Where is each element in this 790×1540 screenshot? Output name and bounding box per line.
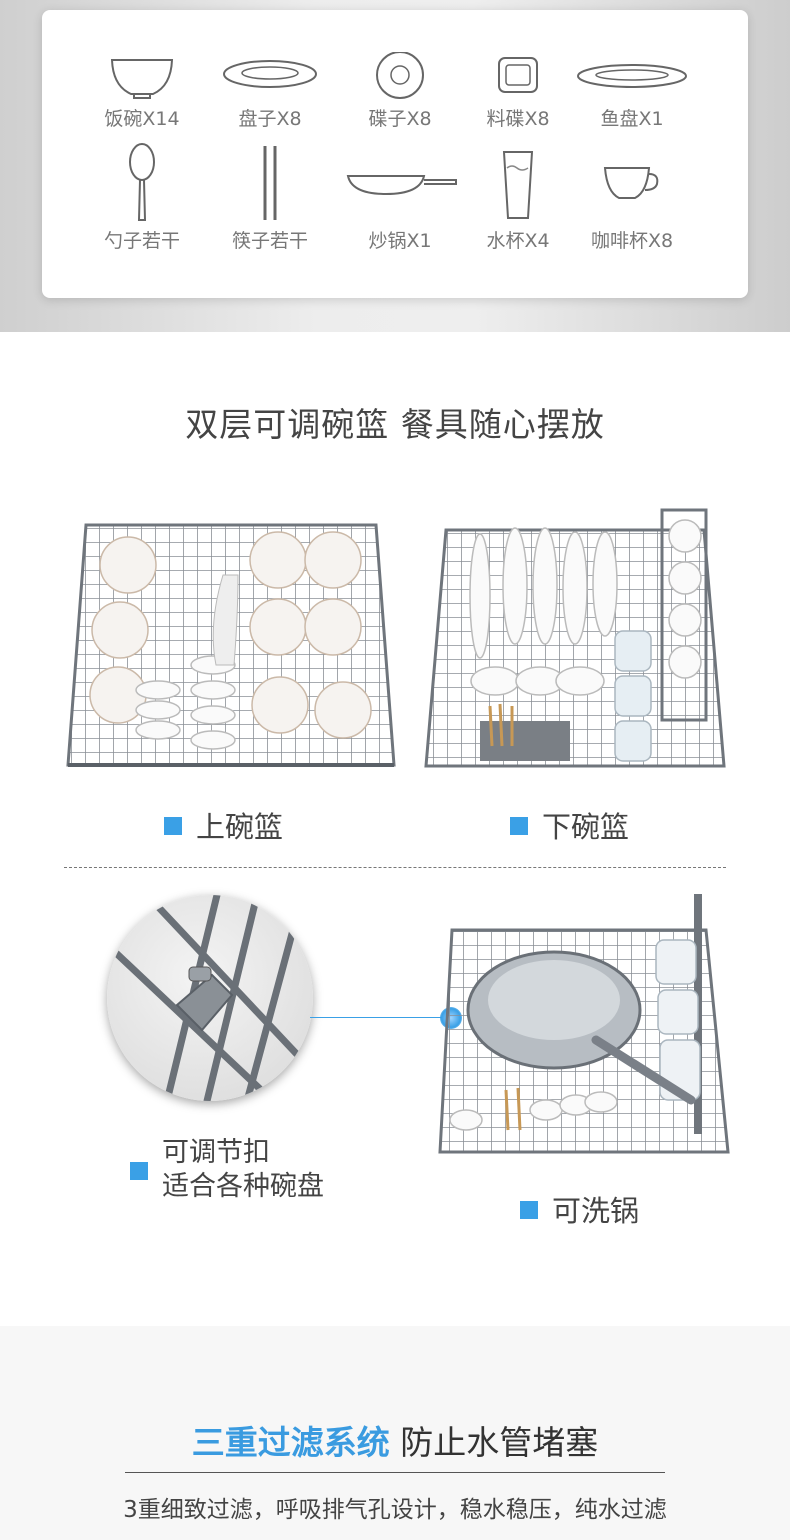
adjustable-clip-zoom-image bbox=[107, 895, 313, 1101]
callout-line bbox=[310, 1017, 450, 1018]
ware-item-coffee-cup: 咖啡杯X8 bbox=[567, 142, 697, 253]
title-underline bbox=[125, 1472, 665, 1473]
bullet-square-icon bbox=[510, 817, 528, 835]
ware-label: 饭碗X14 bbox=[104, 108, 180, 130]
ware-item-bowl: 饭碗X14 bbox=[77, 52, 207, 131]
ware-item-chopsticks: 筷子若干 bbox=[205, 142, 335, 253]
ware-label: 炒锅X1 bbox=[368, 230, 432, 252]
ware-item-saucer: 碟子X8 bbox=[335, 52, 465, 131]
fish-plate-icon bbox=[577, 64, 687, 88]
clip-caption: 可调节扣 适合各种碗盘 bbox=[130, 1136, 324, 1204]
ware-item-spoon: 勺子若干 bbox=[77, 142, 207, 253]
ware-item-sauce-dish: 料碟X8 bbox=[453, 52, 583, 131]
bullet-square-icon bbox=[130, 1162, 148, 1180]
sauce-dish-icon bbox=[498, 57, 538, 93]
ware-item-plate: 盘子X8 bbox=[205, 52, 335, 131]
section-divider bbox=[64, 867, 726, 868]
chopsticks-icon bbox=[263, 146, 277, 220]
ware-label: 水杯X4 bbox=[486, 230, 550, 252]
lower-basket-image bbox=[424, 508, 726, 768]
upper-basket-image bbox=[66, 523, 396, 767]
saucer-icon bbox=[376, 52, 424, 99]
ware-label: 筷子若干 bbox=[231, 230, 308, 252]
spoon-icon bbox=[129, 143, 155, 221]
ware-item-wok: 炒锅X1 bbox=[335, 142, 465, 253]
ware-label: 碟子X8 bbox=[368, 108, 432, 130]
ware-item-fish-plate: 鱼盘X1 bbox=[567, 52, 697, 131]
ware-item-water-cup: 水杯X4 bbox=[453, 142, 583, 253]
lower-basket-caption: 下碗篮 bbox=[510, 804, 629, 846]
upper-basket-caption: 上碗篮 bbox=[164, 804, 283, 846]
ware-label: 料碟X8 bbox=[486, 108, 550, 130]
ware-label: 勺子若干 bbox=[103, 230, 180, 252]
filter-section-title: 三重过滤系统 防止水管堵塞 bbox=[191, 1423, 599, 1462]
ware-label: 咖啡杯X8 bbox=[590, 230, 674, 252]
filter-section-background bbox=[0, 1326, 790, 1540]
ware-label: 盘子X8 bbox=[238, 108, 302, 130]
water-cup-icon bbox=[502, 151, 534, 219]
bullet-square-icon bbox=[520, 1201, 538, 1219]
tableware-card: 饭碗X14 盘子X8 碟子X8 料碟X8 鱼盘X1 bbox=[42, 10, 748, 298]
bowl-icon bbox=[110, 59, 174, 99]
bullet-square-icon bbox=[164, 817, 182, 835]
wok-caption: 可洗锅 bbox=[520, 1188, 639, 1230]
coffee-cup-icon bbox=[603, 167, 659, 199]
ware-label: 鱼盘X1 bbox=[600, 108, 664, 130]
wok-basket-image bbox=[438, 894, 730, 1154]
filter-section-subtitle: 3重细致过滤，呼吸排气孔设计，稳水稳压，纯水过滤 bbox=[123, 1497, 667, 1523]
wok-icon bbox=[346, 175, 457, 196]
basket-section-title: 双层可调碗篮 餐具随心摆放 bbox=[185, 405, 605, 444]
plate-icon bbox=[223, 60, 317, 88]
